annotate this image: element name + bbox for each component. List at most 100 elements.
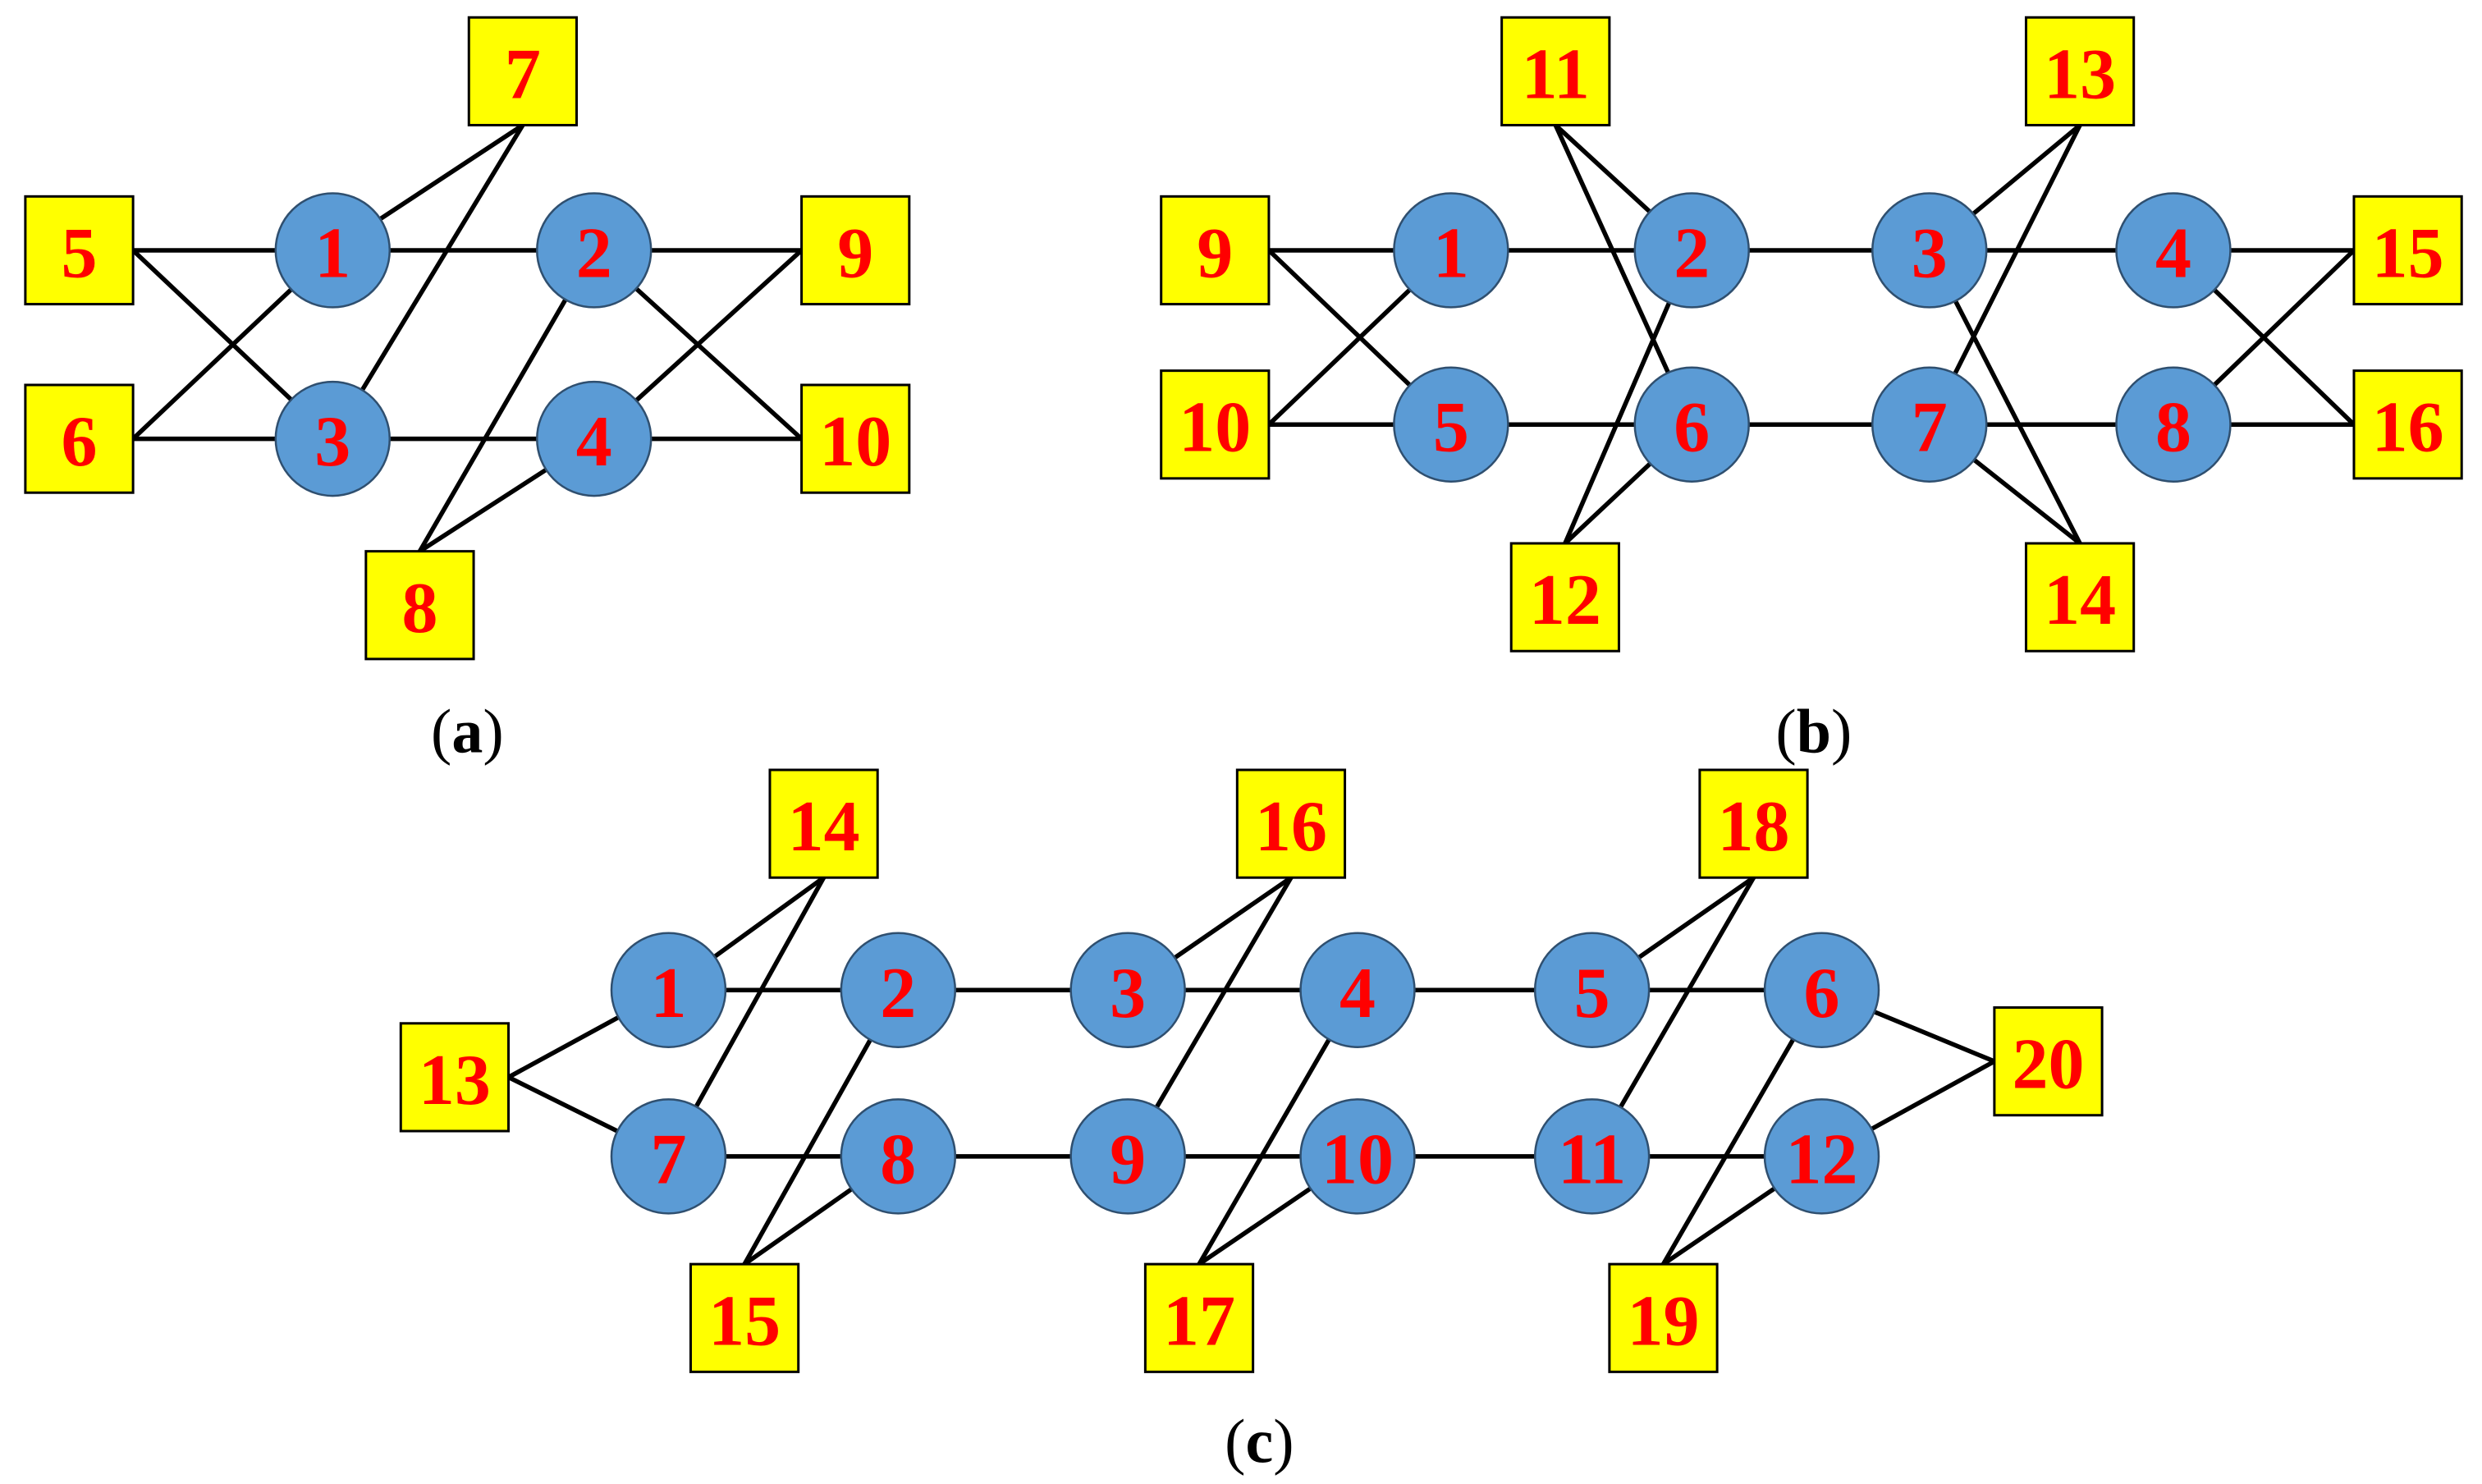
square-node-shape [24, 383, 135, 494]
node-label: 1 [314, 213, 350, 293]
node-label: 18 [1718, 787, 1790, 867]
circle-node-shape [1633, 192, 1750, 309]
square-node-shape [1993, 1005, 2104, 1117]
node-label: 4 [1339, 954, 1376, 1033]
panel-c-square-node-19: 19 [1608, 1262, 1719, 1373]
circle-node-shape [840, 932, 957, 1048]
node-label: 5 [62, 213, 98, 293]
node-label: 2 [576, 213, 612, 293]
node-label: 2 [1674, 213, 1710, 293]
square-node-shape [689, 1262, 800, 1373]
panel-a-circle-node-3: 3 [274, 380, 392, 497]
square-node-shape [800, 195, 911, 306]
node-label: 9 [1197, 213, 1233, 293]
circle-node-shape [610, 1098, 727, 1215]
square-node-shape [24, 195, 135, 306]
panel-caption-a: (a) [431, 698, 504, 767]
node-label: 9 [837, 213, 873, 293]
node-label: 7 [650, 1120, 686, 1199]
node-label: 14 [2044, 561, 2116, 640]
panel-b-square-node-14: 14 [2024, 542, 2136, 653]
node-label: 14 [788, 787, 860, 867]
panel-b-circle-node-4: 4 [2115, 192, 2232, 309]
node-label: 3 [314, 402, 350, 482]
panel-c-circle-node-10: 10 [1299, 1098, 1416, 1215]
panel-b-circle-node-2: 2 [1633, 192, 1750, 309]
node-label: 13 [2044, 34, 2116, 114]
circle-node-shape [1533, 932, 1651, 1048]
panel-b-circle-node-1: 1 [1393, 192, 1509, 309]
circle-node-shape [274, 192, 392, 309]
panel-a-square-node-10: 10 [800, 383, 911, 494]
node-label: 10 [1321, 1120, 1394, 1199]
panel-caption-b: (b) [1775, 698, 1852, 767]
node-label: 3 [1912, 213, 1948, 293]
panel-c-circle-node-9: 9 [1069, 1098, 1186, 1215]
circle-node-shape [1763, 1098, 1880, 1215]
panel-b-square-node-12: 12 [1509, 542, 1620, 653]
node-label: 6 [1804, 954, 1840, 1033]
node-label: 7 [505, 34, 541, 114]
circle-node-shape [610, 932, 727, 1048]
panel-c-square-node-16: 16 [1235, 768, 1347, 879]
node-label: 2 [880, 954, 916, 1033]
panel-c-circle-node-1: 1 [610, 932, 727, 1048]
panel-c-circle-node-11: 11 [1533, 1098, 1651, 1215]
circle-node-shape [1871, 366, 1988, 483]
circle-node-shape [1533, 1098, 1651, 1215]
circle-node-shape [1633, 366, 1750, 483]
node-label: 8 [401, 569, 437, 648]
node-label: 12 [1786, 1120, 1858, 1199]
panel-c-square-node-17: 17 [1143, 1262, 1255, 1373]
captions-layer: (a)(b)(c) [431, 698, 1852, 1477]
node-label: 12 [1529, 561, 1601, 640]
square-node-shape [1698, 768, 1809, 879]
panel-a-circle-node-2: 2 [536, 192, 653, 309]
node-label: 13 [419, 1041, 491, 1120]
node-label: 8 [880, 1120, 916, 1199]
panel-c-circle-node-6: 6 [1763, 932, 1880, 1048]
node-label: 5 [1433, 388, 1469, 468]
panel-c-square-node-18: 18 [1698, 768, 1809, 879]
circle-node-shape [1299, 932, 1416, 1048]
circle-node-shape [840, 1098, 957, 1215]
node-label: 15 [708, 1281, 781, 1361]
node-label: 6 [62, 402, 98, 482]
edge-a-7-3 [330, 122, 525, 442]
node-label: 7 [1912, 388, 1948, 468]
node-label: 9 [1110, 1120, 1146, 1199]
panel-c-circle-node-5: 5 [1533, 932, 1651, 1048]
square-node-shape [2352, 369, 2463, 480]
panel-b-square-node-15: 15 [2352, 195, 2463, 306]
node-label: 6 [1674, 388, 1710, 468]
panel-b-circle-node-3: 3 [1871, 192, 1988, 309]
circle-node-shape [1069, 932, 1186, 1048]
node-label: 19 [1628, 1281, 1700, 1361]
square-node-shape [1143, 1262, 1255, 1373]
circle-node-shape [2115, 192, 2232, 309]
panel-c-square-node-20: 20 [1993, 1005, 2104, 1117]
circle-node-shape [1871, 192, 1988, 309]
square-node-shape [1160, 195, 1271, 306]
panel-b-square-node-13: 13 [2024, 16, 2136, 126]
panel-c-circle-node-8: 8 [840, 1098, 957, 1215]
square-node-shape [2024, 16, 2136, 126]
square-node-shape [364, 550, 475, 661]
panel-b-circle-node-5: 5 [1393, 366, 1509, 483]
node-label: 10 [1179, 388, 1251, 468]
circle-node-shape [1069, 1098, 1186, 1215]
circle-node-shape [536, 380, 653, 497]
panel-a-square-node-5: 5 [24, 195, 135, 306]
node-label: 11 [1522, 34, 1590, 114]
panel-a-circle-node-1: 1 [274, 192, 392, 309]
node-label: 17 [1163, 1281, 1235, 1361]
node-label: 1 [1433, 213, 1469, 293]
square-node-shape [2024, 542, 2136, 653]
node-label: 4 [2155, 213, 2191, 293]
circle-node-shape [274, 380, 392, 497]
square-node-shape [1509, 542, 1620, 653]
node-label: 5 [1574, 954, 1610, 1033]
panel-b-circle-node-7: 7 [1871, 366, 1988, 483]
